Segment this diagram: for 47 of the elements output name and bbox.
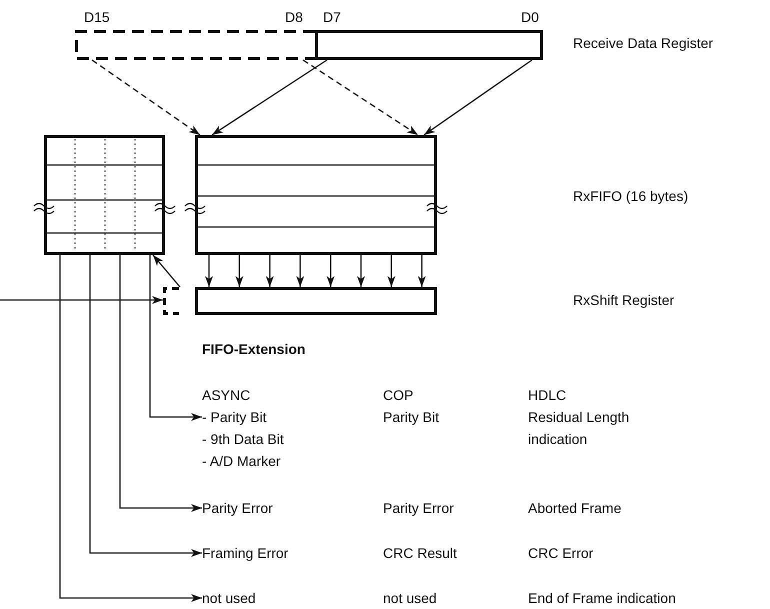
bit-description: Framing Error: [202, 544, 288, 563]
register-upper-byte: [75, 30, 315, 60]
bit-description: Aborted Frame: [528, 499, 622, 518]
bit-description: not used: [202, 589, 256, 608]
arrow: [205, 255, 213, 287]
bit-label: D7: [323, 8, 341, 27]
dashed-arrow: [92, 59, 200, 136]
arrow: [418, 255, 426, 287]
bit-description: Parity Error: [383, 499, 454, 518]
bit-description: - A/D Marker: [202, 452, 282, 471]
bit-description: CRC Result: [383, 544, 457, 563]
shift-register-box: [163, 287, 437, 315]
bit-label: D0: [521, 8, 539, 27]
bit-description: HDLC: [528, 386, 566, 405]
bit-description: not used: [383, 589, 437, 608]
bit-label: D15: [84, 8, 110, 27]
bit-description: - 9th Data Bit: [202, 430, 284, 449]
bit-description: CRC Error: [528, 544, 594, 563]
arrow: [89, 255, 202, 557]
register-label: Receive Data Register: [573, 34, 714, 53]
bit-description: Residual Length indication: [528, 408, 630, 449]
arrow: [357, 255, 365, 287]
arrow: [119, 255, 202, 512]
bit-label: D8: [285, 8, 303, 27]
arrow: [235, 255, 244, 287]
bit-description: - Parity Bit: [202, 408, 268, 427]
arrow: [296, 255, 304, 287]
bit-description: COP: [383, 386, 414, 405]
arrow: [149, 255, 202, 421]
fifo-box: [195, 135, 437, 255]
bit-description: Parity Bit: [383, 408, 440, 427]
arrow: [387, 255, 396, 287]
arrow: [212, 59, 328, 136]
fifo-extension-box: [44, 135, 165, 255]
arrow: [266, 255, 274, 287]
arrow: [424, 59, 532, 136]
column-heading: ASYNC: [202, 386, 252, 405]
dashed-arrow: [302, 59, 418, 136]
section-heading: FIFO-Extension: [202, 340, 306, 359]
arrow: [326, 255, 335, 287]
register-label: RxFIFO (16 bytes): [573, 187, 688, 206]
arrow: [59, 255, 202, 602]
register-label: RxShift Register: [573, 291, 674, 310]
bit-description: End of Frame indication: [528, 589, 676, 608]
arrow: [152, 254, 180, 288]
arrow: [0, 296, 163, 304]
bit-description: Parity Error: [202, 499, 273, 518]
